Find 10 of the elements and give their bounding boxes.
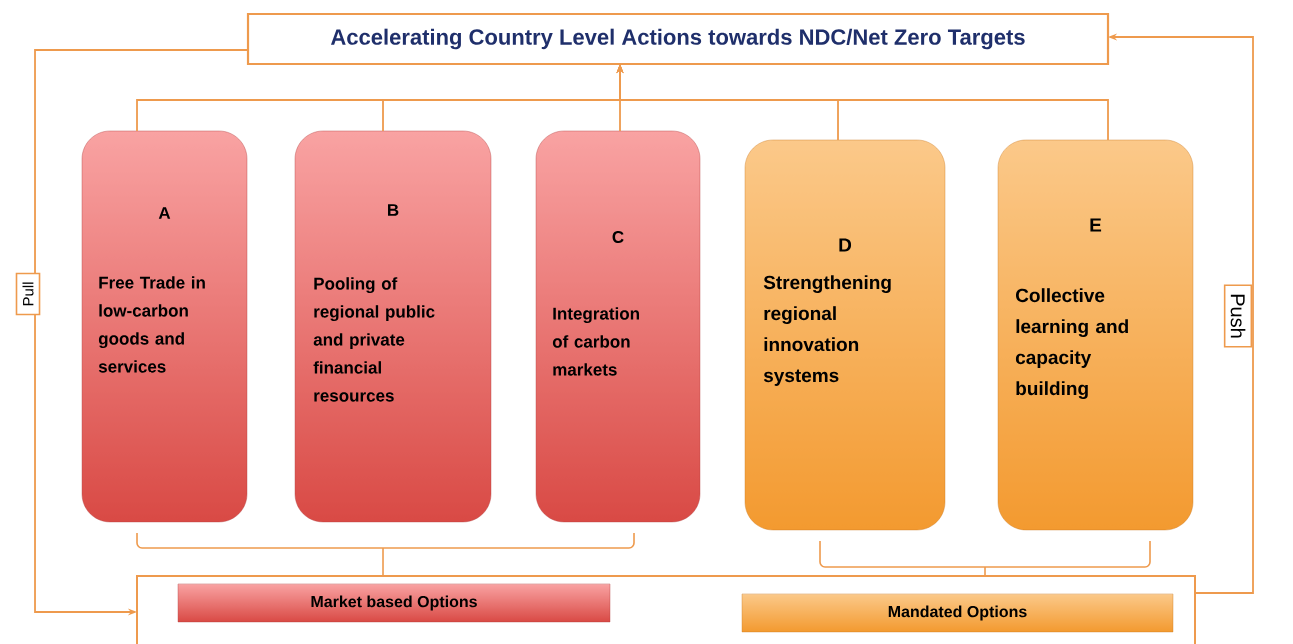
edge-label: Pull <box>15 272 41 316</box>
category-bar: Mandated Options <box>741 593 1174 633</box>
option-card: B Pooling of regional public and private financial resources <box>294 130 492 523</box>
title-box: Accelerating Country Level Actions towards NDC/Net Zero Targets <box>246 12 1110 66</box>
option-card: E Collective learning and capacity building <box>997 139 1194 531</box>
category-bar: Market based Options <box>177 583 611 623</box>
option-card: A Free Trade in low-carbon goods and services <box>81 130 248 523</box>
edge-label: Push <box>1223 284 1253 348</box>
option-card: C Integration of carbon markets <box>535 130 701 523</box>
option-card: D Strengthening regional innovation systems <box>744 139 946 531</box>
